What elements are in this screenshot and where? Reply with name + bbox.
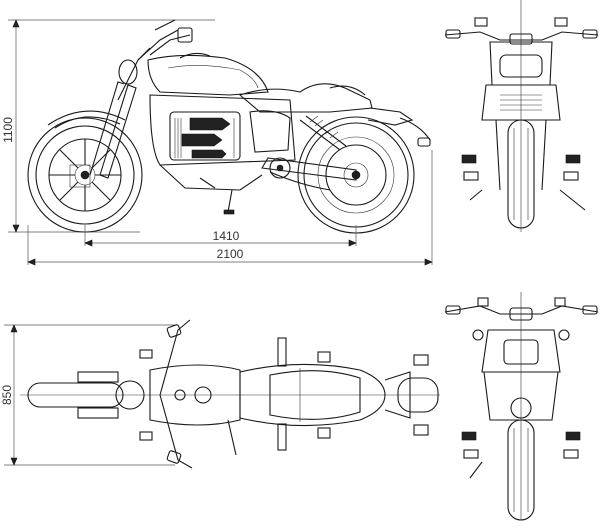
- height-dimension: 1100: [1, 19, 215, 233]
- rear-view: [444, 292, 599, 521]
- width-label: 850: [0, 385, 14, 405]
- height-label: 1100: [1, 117, 15, 143]
- front-wheel: [27, 117, 143, 233]
- wheelbase-label: 1410: [213, 229, 240, 243]
- width-dimension: 850: [0, 324, 175, 466]
- top-view: 850: [0, 319, 440, 469]
- handlebar-headlight: [118, 19, 193, 85]
- length-label: 2100: [217, 247, 244, 261]
- fuel-tank: [147, 52, 269, 96]
- motor: [159, 157, 291, 215]
- front-view: [444, 0, 599, 232]
- length-dimensions: 1410 2100: [27, 150, 433, 266]
- side-view: 1100: [1, 19, 433, 266]
- rear-suspension: [261, 115, 357, 191]
- battery-pack: [149, 94, 296, 166]
- seat-tail: [238, 83, 431, 147]
- front-fork: [47, 47, 151, 179]
